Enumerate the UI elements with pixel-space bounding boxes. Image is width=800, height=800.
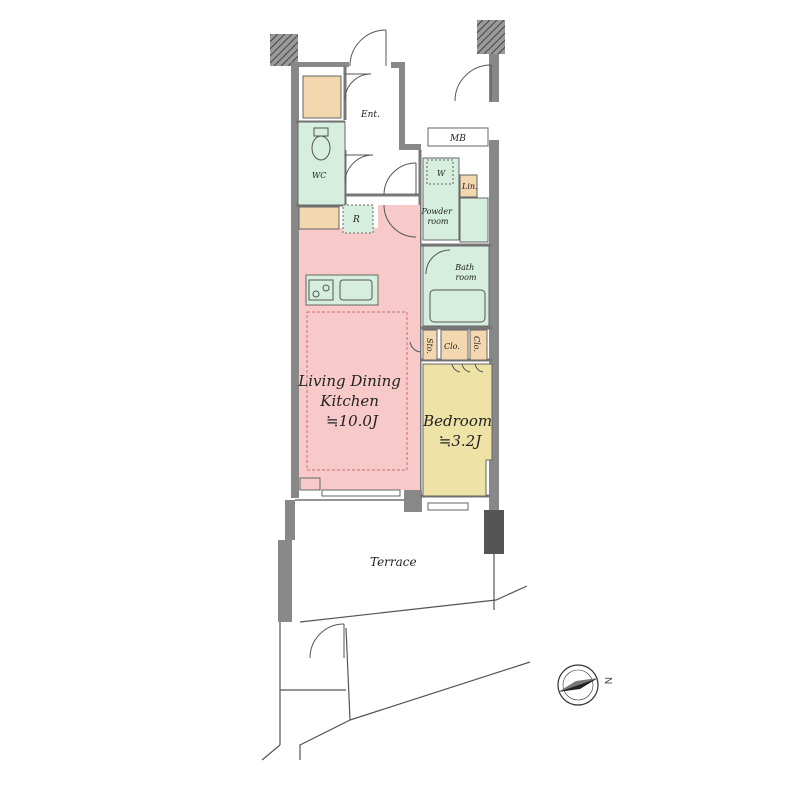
label-wc: WC bbox=[312, 171, 326, 180]
washer-box bbox=[426, 159, 454, 185]
label-washer: W bbox=[437, 169, 446, 178]
compass-icon bbox=[557, 664, 599, 706]
vanity bbox=[459, 197, 489, 243]
terrace-outline bbox=[261, 499, 531, 761]
column-top-left bbox=[270, 34, 298, 66]
label-linen: Lin. bbox=[461, 182, 478, 191]
bathtub bbox=[429, 289, 486, 323]
sink bbox=[339, 279, 373, 301]
label-terrace: Terrace bbox=[370, 555, 417, 569]
entrance-storage bbox=[302, 75, 342, 119]
label-ldk: Living Dining Kitchen ≒10.0J bbox=[297, 372, 405, 430]
bedroom-floor bbox=[422, 363, 493, 497]
closet-2 bbox=[469, 329, 488, 361]
label-entrance: Ent. bbox=[360, 110, 380, 120]
wc-floor bbox=[297, 121, 346, 206]
counter bbox=[298, 206, 340, 230]
stove bbox=[308, 279, 334, 301]
label-mb: MB bbox=[449, 134, 466, 144]
closet-1 bbox=[440, 329, 469, 361]
refrigerator-space bbox=[342, 204, 374, 234]
windows bbox=[299, 477, 469, 511]
storage-closet bbox=[422, 329, 438, 361]
linen-cabinet bbox=[459, 174, 478, 198]
column-top-right bbox=[477, 20, 505, 54]
compass-label: N bbox=[602, 677, 613, 684]
ldk-floor bbox=[299, 205, 420, 490]
walls bbox=[278, 54, 504, 622]
doors bbox=[309, 29, 492, 659]
label-powder-room: Powder room bbox=[421, 207, 455, 226]
label-refrigerator: R bbox=[352, 215, 360, 225]
mb-box bbox=[427, 127, 489, 147]
label-bath-room: Bath room bbox=[454, 263, 477, 282]
label-closet-2: Clo. bbox=[472, 336, 481, 352]
label-bedroom: Bedroom ≒3.2J bbox=[422, 412, 497, 450]
label-closet-1: Clo. bbox=[444, 342, 460, 351]
ldk-dashed-area bbox=[306, 311, 408, 471]
label-storage: Sto. bbox=[425, 338, 434, 354]
